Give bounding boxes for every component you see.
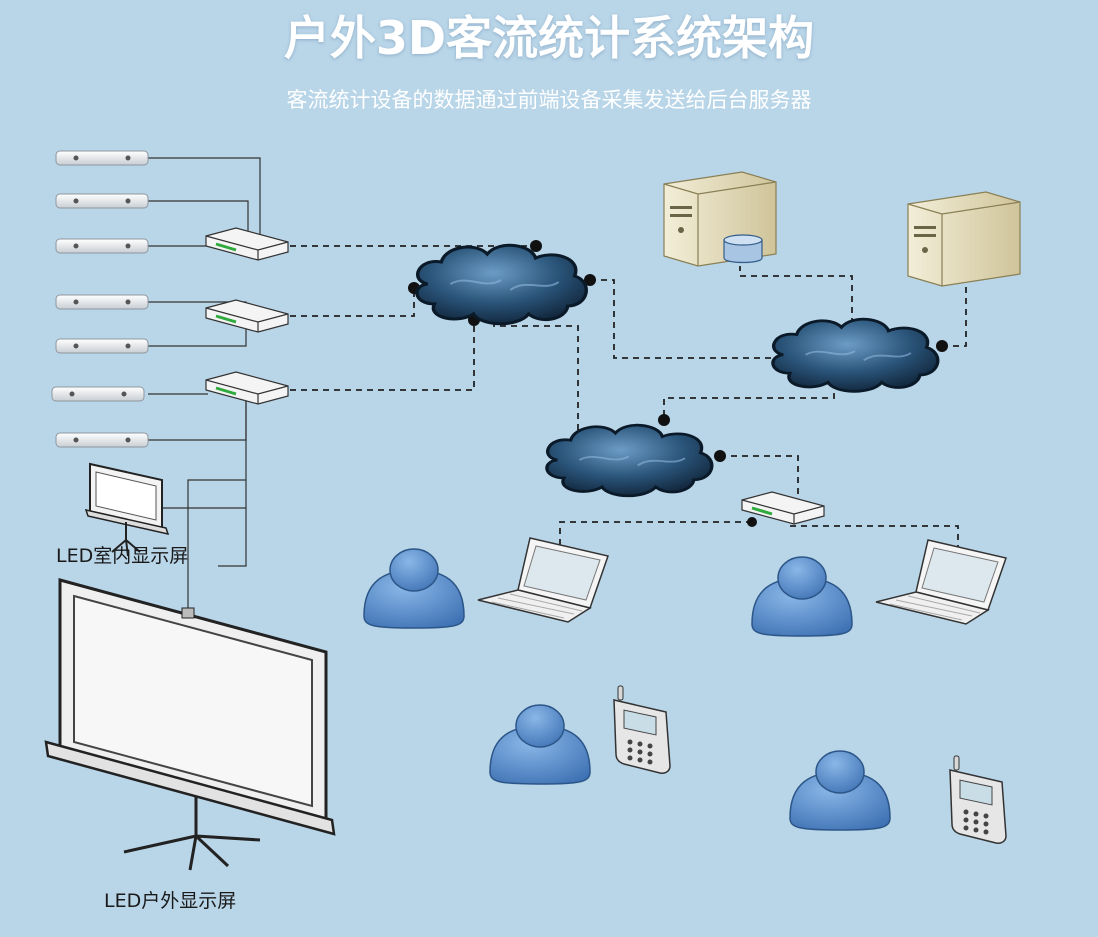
user-icon — [751, 556, 853, 637]
network-switch-icon — [204, 226, 290, 262]
3d-counter-sensor-icon — [55, 432, 149, 448]
diagram-subtitle: 客流统计设备的数据通过前端设备采集发送给后台服务器 — [286, 88, 812, 112]
3d-counter-sensor-icon — [51, 386, 145, 402]
3d-counter-sensor-icon — [55, 294, 149, 310]
3d-counter-sensor-icon — [55, 193, 149, 209]
network-switch-icon — [204, 370, 290, 406]
led-indoor-screen-icon — [84, 462, 170, 557]
mobile-phone-icon — [949, 755, 1007, 844]
network-links — [290, 245, 967, 580]
network-switch-icon — [204, 298, 290, 334]
3d-counter-sensor-icon — [55, 338, 149, 354]
user-icon — [363, 548, 465, 629]
network-cloud-icon — [771, 317, 940, 394]
user-icon — [789, 750, 891, 831]
3d-counter-sensor-icon — [55, 150, 149, 166]
3d-counter-sensor-icon — [55, 238, 149, 254]
user-icon — [489, 704, 591, 785]
laptop-icon — [477, 537, 609, 623]
led-outdoor-screen-icon — [44, 578, 336, 871]
network-cloud-icon — [545, 423, 714, 498]
network-cloud-icon — [415, 243, 588, 326]
mobile-phone-icon — [613, 685, 671, 774]
diagram-title: 户外3D客流统计系统架构 — [283, 11, 815, 65]
database-icon — [723, 234, 763, 264]
outdoor-screen-label: LED户外显示屏 — [104, 890, 237, 912]
indoor-screen-label: LED室内显示屏 — [56, 545, 189, 567]
server-icon — [907, 191, 1021, 287]
laptop-icon — [875, 539, 1007, 625]
